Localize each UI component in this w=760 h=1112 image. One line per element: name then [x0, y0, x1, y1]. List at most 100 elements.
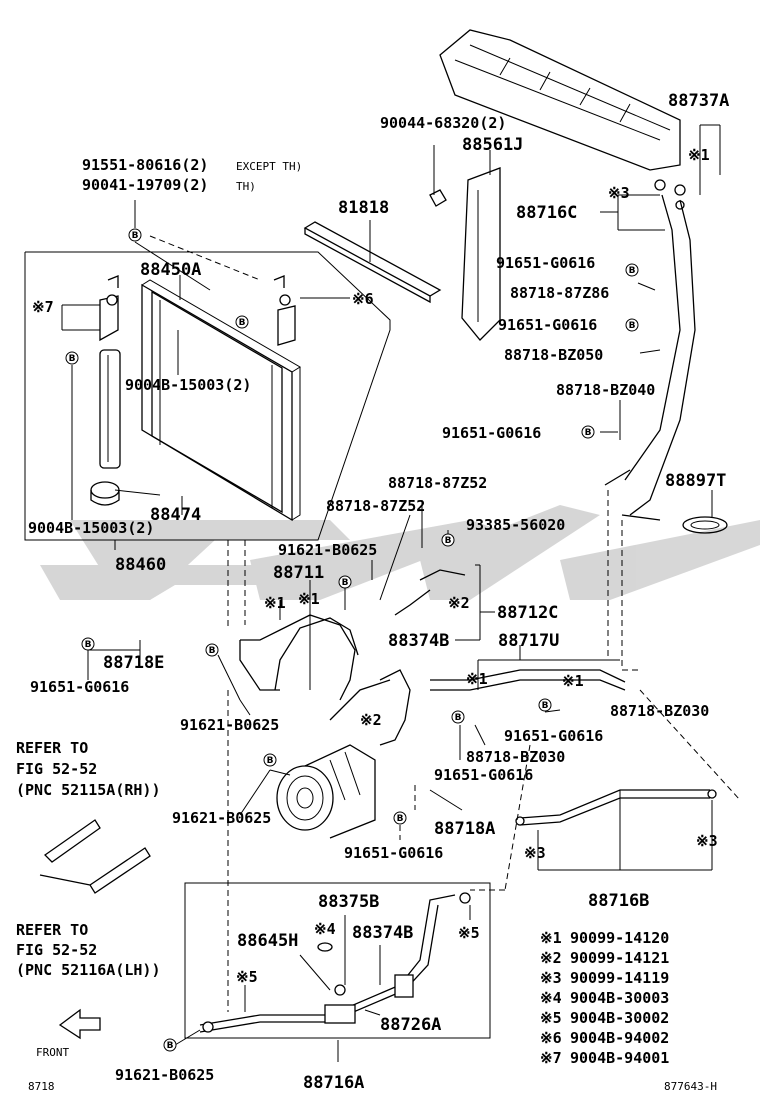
label-88460: 88460 [115, 555, 166, 575]
label-ref3-a: ※3 [524, 844, 546, 862]
pad-88897t [682, 516, 728, 534]
pipes-88716c [604, 194, 696, 521]
label-91651-d: 91651-G0616 [30, 678, 129, 696]
compressor [276, 744, 376, 839]
strip-81818 [303, 221, 442, 304]
footnote-part: 9004B-30002 [570, 1009, 669, 1027]
label-ref5-a: ※5 [458, 924, 480, 942]
top-bracket-assembly [439, 29, 686, 210]
footnote-legend: ※1 90099-14120 ※2 90099-14121 ※3 90099-1… [540, 929, 669, 1067]
footnote-mark: ※3 [540, 969, 562, 987]
hoses-middle [239, 569, 626, 746]
footnote-mark: ※6 [540, 1029, 562, 1047]
label-88718a: 88718A [434, 819, 495, 839]
label-91551: 91551-80616(2) [82, 156, 208, 174]
label-ref7: ※7 [32, 298, 54, 316]
b-callout: B [205, 643, 219, 657]
b-callout: B [451, 710, 465, 724]
label-88718-bz030-a: 88718-BZ030 [610, 702, 709, 720]
condenser-brackets [99, 275, 296, 346]
label-88718-bz030-b: 88718-BZ030 [466, 748, 565, 766]
label-88374b-top: 88374B [388, 631, 449, 651]
label-88718-87z52-b: 88718-87Z52 [326, 497, 425, 515]
label-91651-e: 91651-G0616 [504, 727, 603, 745]
label-ref4: ※4 [314, 920, 336, 938]
label-refer-1: REFER TO [16, 739, 88, 757]
label-pnc-2: (PNC 52116A(LH)) [16, 961, 161, 979]
pipe-88716b [515, 789, 717, 826]
svg-text:B: B [209, 646, 216, 656]
b-callout: B [338, 575, 352, 589]
b-callout: B [163, 1038, 177, 1052]
footnote-part: 90099-14121 [570, 949, 669, 967]
b-callout: B [128, 228, 142, 242]
label-88450a: 88450A [140, 260, 201, 280]
label-88718e: 88718E [103, 653, 164, 673]
label-88712c: 88712C [497, 603, 558, 623]
b-callout: B [538, 698, 552, 712]
part-labels: 91551-80616(2) EXCEPT TH) 90041-19709(2)… [16, 91, 729, 1093]
label-88718-87z52-a: 88718-87Z52 [388, 474, 487, 492]
label-88645h: 88645H [237, 931, 298, 951]
label-88474: 88474 [150, 505, 201, 525]
b-callout: B [393, 811, 407, 825]
label-ref3-top: ※3 [608, 184, 630, 202]
svg-text:B: B [167, 1041, 174, 1051]
label-pnc-1: (PNC 52115A(RH)) [16, 781, 161, 799]
label-ref1-top: ※1 [688, 146, 710, 164]
label-88716a: 88716A [303, 1073, 364, 1093]
svg-text:B: B [342, 578, 349, 588]
b-callout: B [581, 425, 595, 439]
b-callout: B [441, 533, 455, 547]
label-90041: 90041-19709(2) [82, 176, 208, 194]
label-91651-c: 91651-G0616 [442, 424, 541, 442]
b-callout: B [235, 315, 249, 329]
label-88561j: 88561J [462, 135, 523, 155]
b-callout: B [625, 263, 639, 277]
label-9004b-bot: 9004B-15003(2) [28, 519, 154, 537]
footnote-part: 9004B-30003 [570, 989, 669, 1007]
front-arrow-icon [58, 1008, 101, 1040]
label-9004b-top: 9004B-15003(2) [125, 376, 251, 394]
label-93385: 93385-56020 [466, 516, 565, 534]
svg-text:B: B [629, 266, 636, 276]
svg-text:B: B [397, 814, 404, 824]
svg-text:B: B [455, 713, 462, 723]
label-91621-a: 91621-B0625 [278, 541, 377, 559]
svg-text:B: B [542, 701, 549, 711]
b-callout: B [65, 351, 79, 365]
label-88716c: 88716C [516, 203, 577, 223]
label-91651-b: 91651-G0616 [498, 316, 597, 334]
condenser-core [141, 279, 301, 522]
label-88374b-bot: 88374B [352, 923, 413, 943]
label-90044: 90044-68320(2) [380, 114, 506, 132]
label-88717u: 88717U [498, 631, 559, 651]
label-91621-b: 91621-B0625 [180, 716, 279, 734]
label-88737a: 88737A [668, 91, 729, 111]
label-81818: 81818 [338, 198, 389, 218]
b-callout: B [263, 753, 277, 767]
svg-text:B: B [629, 321, 636, 331]
footnote-part: 90099-14120 [570, 929, 669, 947]
footnote-part: 9004B-94001 [570, 1049, 669, 1067]
label-88726a: 88726A [380, 1015, 441, 1035]
svg-text:B: B [85, 640, 92, 650]
label-91621-d: 91621-B0625 [115, 1066, 214, 1084]
label-fig-2: FIG 52-52 [16, 941, 97, 959]
label-91651-a: 91651-G0616 [496, 254, 595, 272]
b-callouts: B B B B B B B B B B B B B B B [65, 228, 639, 1052]
label-91651-f: 91651-G0616 [434, 766, 533, 784]
label-ref2-a: ※2 [448, 594, 470, 612]
b-callout: B [625, 318, 639, 332]
footnote-part: 9004B-94002 [570, 1029, 669, 1047]
label-refer-2: REFER TO [16, 921, 88, 939]
svg-text:B: B [445, 536, 452, 546]
label-88716b: 88716B [588, 891, 649, 911]
label-88711: 88711 [273, 563, 324, 583]
svg-text:B: B [69, 354, 76, 364]
footnote-mark: ※5 [540, 1009, 562, 1027]
receiver-tank [90, 349, 121, 506]
svg-text:B: B [239, 318, 246, 328]
label-ref1-b: ※1 [298, 590, 320, 608]
footnote-mark: ※1 [540, 929, 562, 947]
